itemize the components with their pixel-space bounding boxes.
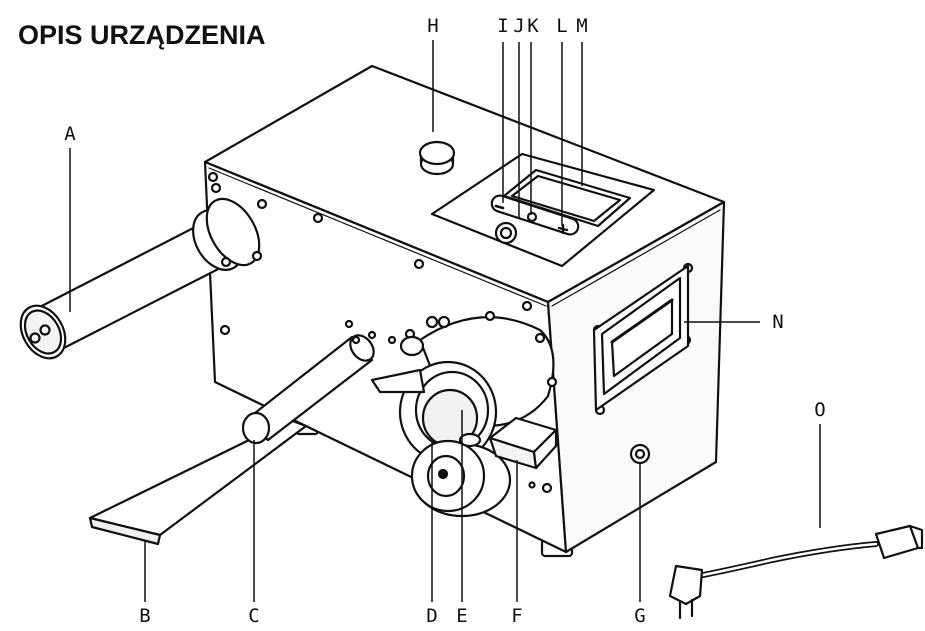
callout-N: N <box>772 311 784 333</box>
mode-button <box>526 211 538 223</box>
callout-O: O <box>814 399 826 421</box>
callout-E: E <box>456 605 468 627</box>
callout-J: J <box>513 15 525 37</box>
carry-handle <box>592 264 690 412</box>
callout-M: M <box>576 15 588 37</box>
page-title: OPIS URZĄDZENIA <box>18 20 266 50</box>
callout-F: F <box>511 605 523 627</box>
callout-H: H <box>427 15 439 37</box>
support-arm <box>88 418 308 546</box>
callout-C: C <box>248 605 260 627</box>
top-button <box>418 140 456 166</box>
guide-rod <box>241 334 375 445</box>
callout-I: I <box>497 15 509 37</box>
hot-air-tube <box>19 182 268 360</box>
power-cord <box>668 524 924 620</box>
display-screen <box>510 174 622 223</box>
power-socket <box>629 443 651 465</box>
callout-K: K <box>527 15 539 37</box>
guide-block <box>458 416 558 470</box>
callout-G: G <box>634 605 646 627</box>
callout-A: A <box>64 123 76 145</box>
callout-D: D <box>426 605 438 627</box>
callout-B: B <box>139 605 151 627</box>
callout-L: L <box>556 15 568 37</box>
